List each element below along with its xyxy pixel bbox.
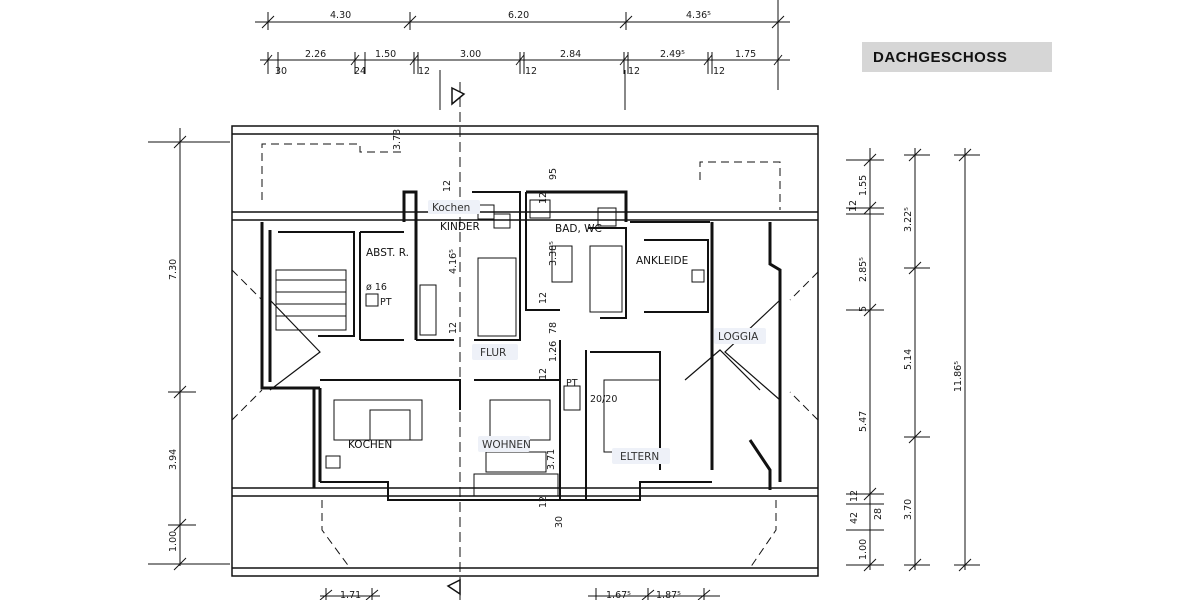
dim-left-2: 3.94 [168, 449, 179, 470]
dim-top2-12: 1.75 [735, 49, 756, 60]
dim-top2-6: 3.00 [460, 49, 481, 60]
dim-inner-6: 12 [538, 192, 549, 204]
room-label-loggia: LOGGIA [718, 331, 759, 343]
dim-top2-7: 12 [525, 66, 537, 77]
fixture-labels: ø 16 PT PT 20/20 [366, 282, 617, 405]
dim-top2-11: 12 [713, 66, 725, 77]
dim-inner-14: 3.73 [392, 129, 403, 150]
dim-inner-12: 12 [538, 496, 549, 508]
dim-top2-5: 12 [418, 66, 430, 77]
dim-inner-3: 12 [448, 322, 459, 334]
fixtures [275, 199, 705, 497]
interior-walls [278, 191, 712, 501]
room-label-eltern: ELTERN [620, 451, 659, 463]
top-dimension-chain [255, 0, 790, 110]
right-dimension-chain [846, 148, 980, 572]
roof-dashed-lines [231, 143, 819, 569]
inner-dimension-labels: 12 4.16⁵ 12 3.38⁵ 95 12 1.26 78 12 12 3.… [392, 129, 859, 528]
dim-right-11: 3.70 [903, 499, 914, 520]
dim-right-4: 5 [858, 306, 869, 312]
section-arrow-bottom [446, 578, 461, 596]
bottom-dimension-labels: 1.71 1.67⁵ 1.87⁵ [340, 590, 681, 600]
flue-label-2: 20/20 [590, 394, 617, 405]
dim-top-1: 4.30 [330, 10, 351, 21]
section-arrow-top [451, 82, 466, 600]
right-dimension-labels: 1.55 3.22⁵ 2.85⁵ 5 5.14 5.47 12 28 42 1.… [849, 175, 964, 560]
dim-right-2: 3.22⁵ [903, 207, 914, 232]
bottom-dimension-chain [319, 588, 720, 600]
dim-top2-3: 24 [354, 66, 366, 77]
dim-inner-5: 95 [548, 168, 559, 180]
room-label-flur: FLUR [480, 347, 506, 359]
dim-top2-9: 12 [628, 66, 640, 77]
room-labels: Kochen KINDER BAD, WC ABST. R. ANKLEIDE … [348, 200, 766, 464]
room-label-kochen: KOCHEN [348, 439, 392, 451]
dim-inner-7: 1.26 [548, 341, 559, 362]
dim-top2-4: 1.50 [375, 49, 396, 60]
dim-bottom-2: 1.67⁵ [606, 590, 631, 600]
roof-hips [269, 299, 781, 401]
dim-top2-8: 2.84 [560, 49, 581, 60]
left-dimension-labels: 7.30 3.94 1.00 [168, 259, 179, 552]
exterior-walls [260, 190, 782, 490]
dim-top-2: 6.20 [508, 10, 529, 21]
dim-inner-8: 78 [548, 322, 559, 334]
dim-right-5: 5.14 [903, 349, 914, 370]
dim-inner-9: 12 [538, 292, 549, 304]
dim-right-1: 1.55 [858, 175, 869, 196]
dim-top2-1: 30 [275, 66, 287, 77]
dim-bottom-3: 1.87⁵ [656, 590, 681, 600]
dim-right-10: 1.00 [858, 539, 869, 560]
dim-top2-2: 2.26 [305, 49, 326, 60]
room-label-kochen-small: Kochen [432, 202, 470, 214]
room-label-bad-wc: BAD, WC [555, 223, 602, 235]
dim-bottom-1: 1.71 [340, 590, 361, 600]
dim-inner-4: 3.38⁵ [548, 241, 559, 266]
plan-title: DACHGESCHOSS [873, 49, 1007, 66]
dim-right-3: 2.85⁵ [858, 257, 869, 282]
room-label-kinder: KINDER [440, 221, 480, 233]
room-label-ankleide: ANKLEIDE [636, 255, 688, 267]
room-label-abst-r: ABST. R. [366, 247, 409, 259]
dim-right-9: 42 [849, 512, 860, 524]
dim-left-1: 7.30 [168, 259, 179, 280]
dim-inner-10: 12 [538, 368, 549, 380]
top-dimension-labels: 4.30 6.20 4.36⁵ 30 2.26 24 1.50 12 3.00 … [275, 10, 756, 77]
flue-label-1: ø 16 [366, 282, 387, 293]
room-label-wohnen: WOHNEN [482, 439, 531, 451]
dim-right-total: 11.86⁵ [953, 361, 964, 392]
pt-label-2: PT [566, 378, 578, 389]
dim-right-6: 5.47 [858, 411, 869, 432]
dim-left-3: 1.00 [168, 531, 179, 552]
dim-inner-2: 4.16⁵ [448, 249, 459, 274]
dim-right-8: 28 [873, 508, 884, 520]
dim-inner-1: 12 [442, 180, 453, 192]
dim-top2-10: 2.49⁵ [660, 49, 685, 60]
plan-title-box: DACHGESCHOSS [862, 42, 1052, 72]
left-dimension-chain [148, 128, 230, 571]
dim-top-3: 4.36⁵ [686, 10, 711, 21]
dim-inner-11: 3.71 [546, 449, 557, 470]
dim-right-7: 12 [849, 490, 860, 502]
dim-inner-15: 12 [848, 200, 859, 212]
dim-inner-13: 30 [554, 516, 565, 528]
pt-label-1: PT [380, 297, 392, 308]
